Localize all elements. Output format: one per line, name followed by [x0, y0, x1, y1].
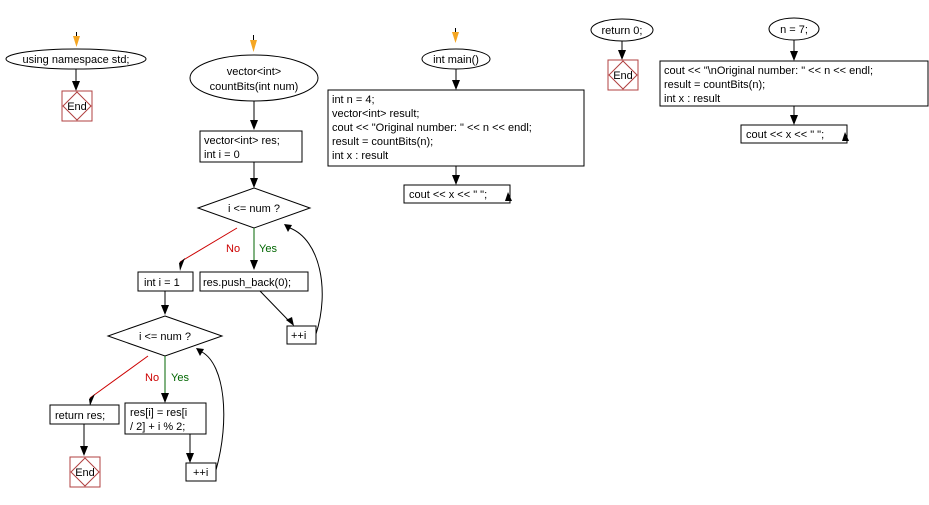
- main-body-line5: int x : result: [332, 150, 388, 162]
- no2-label: No: [145, 372, 159, 384]
- push-back-block[interactable]: [199, 271, 309, 292]
- main-body-line2: vector<int> result;: [332, 108, 419, 120]
- start-arrow-icon: [250, 40, 257, 52]
- return-label: return res;: [55, 410, 105, 422]
- n7-loop-block[interactable]: [740, 124, 848, 144]
- start-arrow-icon: [452, 32, 459, 43]
- increment1-label: ++i: [291, 330, 306, 342]
- init2-label: int i = 1: [144, 277, 180, 289]
- init-block[interactable]: [199, 130, 303, 163]
- n7-body-line3: int x : result: [664, 93, 720, 105]
- function-terminal[interactable]: [189, 54, 319, 102]
- main-terminal-label: int main(): [433, 54, 479, 66]
- init-line2: int i = 0: [204, 149, 240, 161]
- main-body-line3: cout << "Original number: " << n << endl…: [332, 122, 532, 134]
- end2-label: End: [75, 467, 95, 479]
- condition1-label: i <= num ?: [228, 203, 280, 215]
- flow-count-bits: vector<int> countBits(int num) vector<in…: [49, 35, 323, 488]
- push-back-label: res.push_back(0);: [203, 277, 291, 289]
- increment1-block[interactable]: [286, 325, 317, 345]
- end2-diamond-icon: [70, 457, 100, 487]
- end3-label: End: [613, 70, 633, 82]
- n7-body-line2: result = countBits(n);: [664, 79, 765, 91]
- main-body-line4: result = countBits(n);: [332, 136, 433, 148]
- increment2-label: ++i: [193, 467, 208, 479]
- end3-diamond-icon: [608, 60, 638, 90]
- end-diamond-icon: [62, 91, 92, 121]
- flow-using-namespace: using namespace std; End: [5, 32, 147, 122]
- condition2-label: i <= num ?: [139, 331, 191, 343]
- assign-line1: res[i] = res[i: [130, 407, 187, 419]
- assign-block[interactable]: [124, 402, 207, 435]
- function-terminal-line1: vector<int>: [227, 66, 281, 78]
- flow-main: int main() int n = 4; vector<int> result…: [327, 28, 585, 204]
- assign-line2: / 2] + i % 2;: [130, 421, 185, 433]
- n7-loop-label: cout << x << " ";: [746, 129, 824, 141]
- flow-second-call: n = 7; cout << "\nOriginal number: " << …: [659, 17, 929, 144]
- increment2-block[interactable]: [185, 462, 217, 482]
- main-loop-block[interactable]: [403, 184, 511, 204]
- n7-body-line1: cout << "\nOriginal number: " << n << en…: [664, 65, 873, 77]
- end-label: End: [67, 101, 87, 113]
- return-terminal-label: return 0;: [602, 25, 643, 37]
- main-loop-label: cout << x << " ";: [409, 189, 487, 201]
- n7-body-block[interactable]: [659, 60, 929, 107]
- function-terminal-line2: countBits(int num): [210, 81, 299, 93]
- start-arrow-icon: [73, 36, 80, 47]
- init-line1: vector<int> res;: [204, 135, 280, 147]
- main-body-line1: int n = 4;: [332, 94, 375, 106]
- yes2-label: Yes: [171, 372, 189, 384]
- flow-return-zero: return 0; End: [590, 18, 654, 91]
- main-body-block[interactable]: [327, 89, 585, 167]
- yes1-label: Yes: [259, 243, 277, 255]
- no1-label: No: [226, 243, 240, 255]
- n7-terminal-label: n = 7;: [780, 24, 808, 36]
- start-terminal-label: using namespace std;: [22, 54, 129, 66]
